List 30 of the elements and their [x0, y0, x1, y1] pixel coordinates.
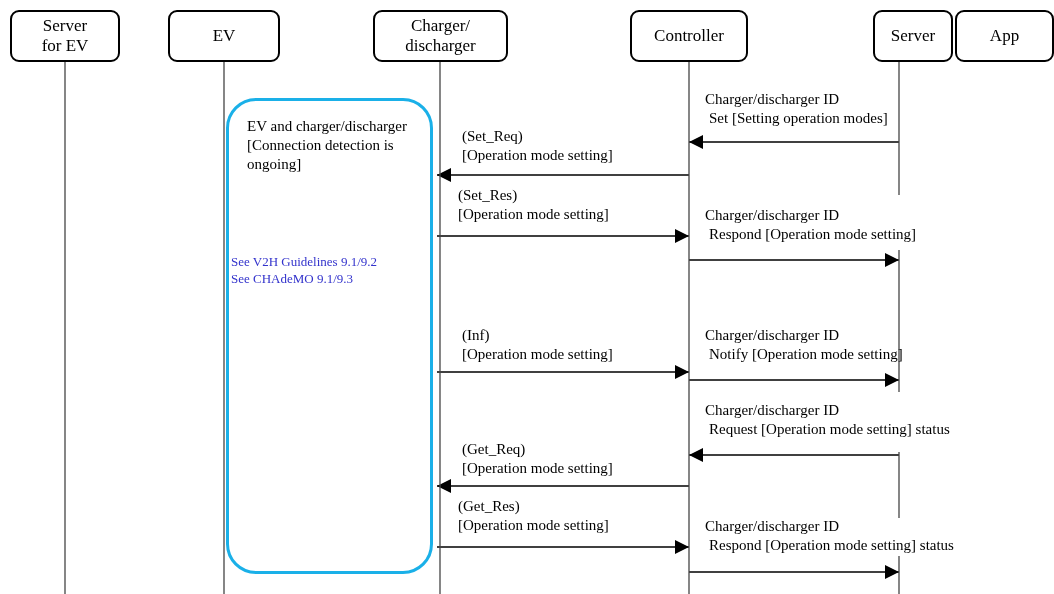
activity-box: [226, 98, 433, 574]
participant-box: EV: [168, 10, 280, 62]
arrow: [688, 373, 900, 387]
message-label: (Inf) [Operation mode setting]: [462, 326, 613, 364]
participant-box: Charger/ discharger: [373, 10, 508, 62]
arrow: [688, 253, 900, 267]
arrow: [436, 168, 690, 182]
reference-note: See V2H Guidelines 9.1/9.2: [231, 253, 377, 270]
message-label: (Get_Res) [Operation mode setting]: [458, 497, 609, 535]
message-label: (Set_Res) [Operation mode setting]: [458, 186, 609, 224]
server-box: Server for EV: [10, 10, 120, 62]
message-label: (Get_Req) [Operation mode setting]: [462, 440, 613, 478]
state-note: EV and charger/discharger [Connection detection is ongoing]: [247, 117, 407, 174]
arrow: [436, 365, 690, 379]
arrow: [688, 135, 900, 149]
message-label: Charger/discharger ID Respond [Operation mode setting]: [705, 206, 917, 244]
message-label: Charger/discharger ID Request [Operation mode setting] status: [705, 401, 950, 439]
message-label: Charger/discharger ID Notify [Operation mode setting]: [705, 326, 903, 364]
message-label: (Set_Req) [Operation mode setting]: [462, 127, 613, 165]
arrow: [436, 229, 690, 243]
participant-box: Controller: [630, 10, 748, 62]
reference-note: See CHAdeMO 9.1/9.3: [231, 270, 354, 287]
participant-box: App: [955, 10, 1054, 62]
message-label: Charger/discharger ID Set [Setting operation modes]: [705, 90, 888, 128]
arrow: [688, 565, 900, 579]
message-label: Charger/discharger ID Respond [Operation mode setting] status: [705, 517, 954, 555]
arrow: [436, 540, 690, 554]
arrow: [688, 448, 900, 462]
server-box: Server: [873, 10, 953, 62]
arrow: [436, 479, 690, 493]
